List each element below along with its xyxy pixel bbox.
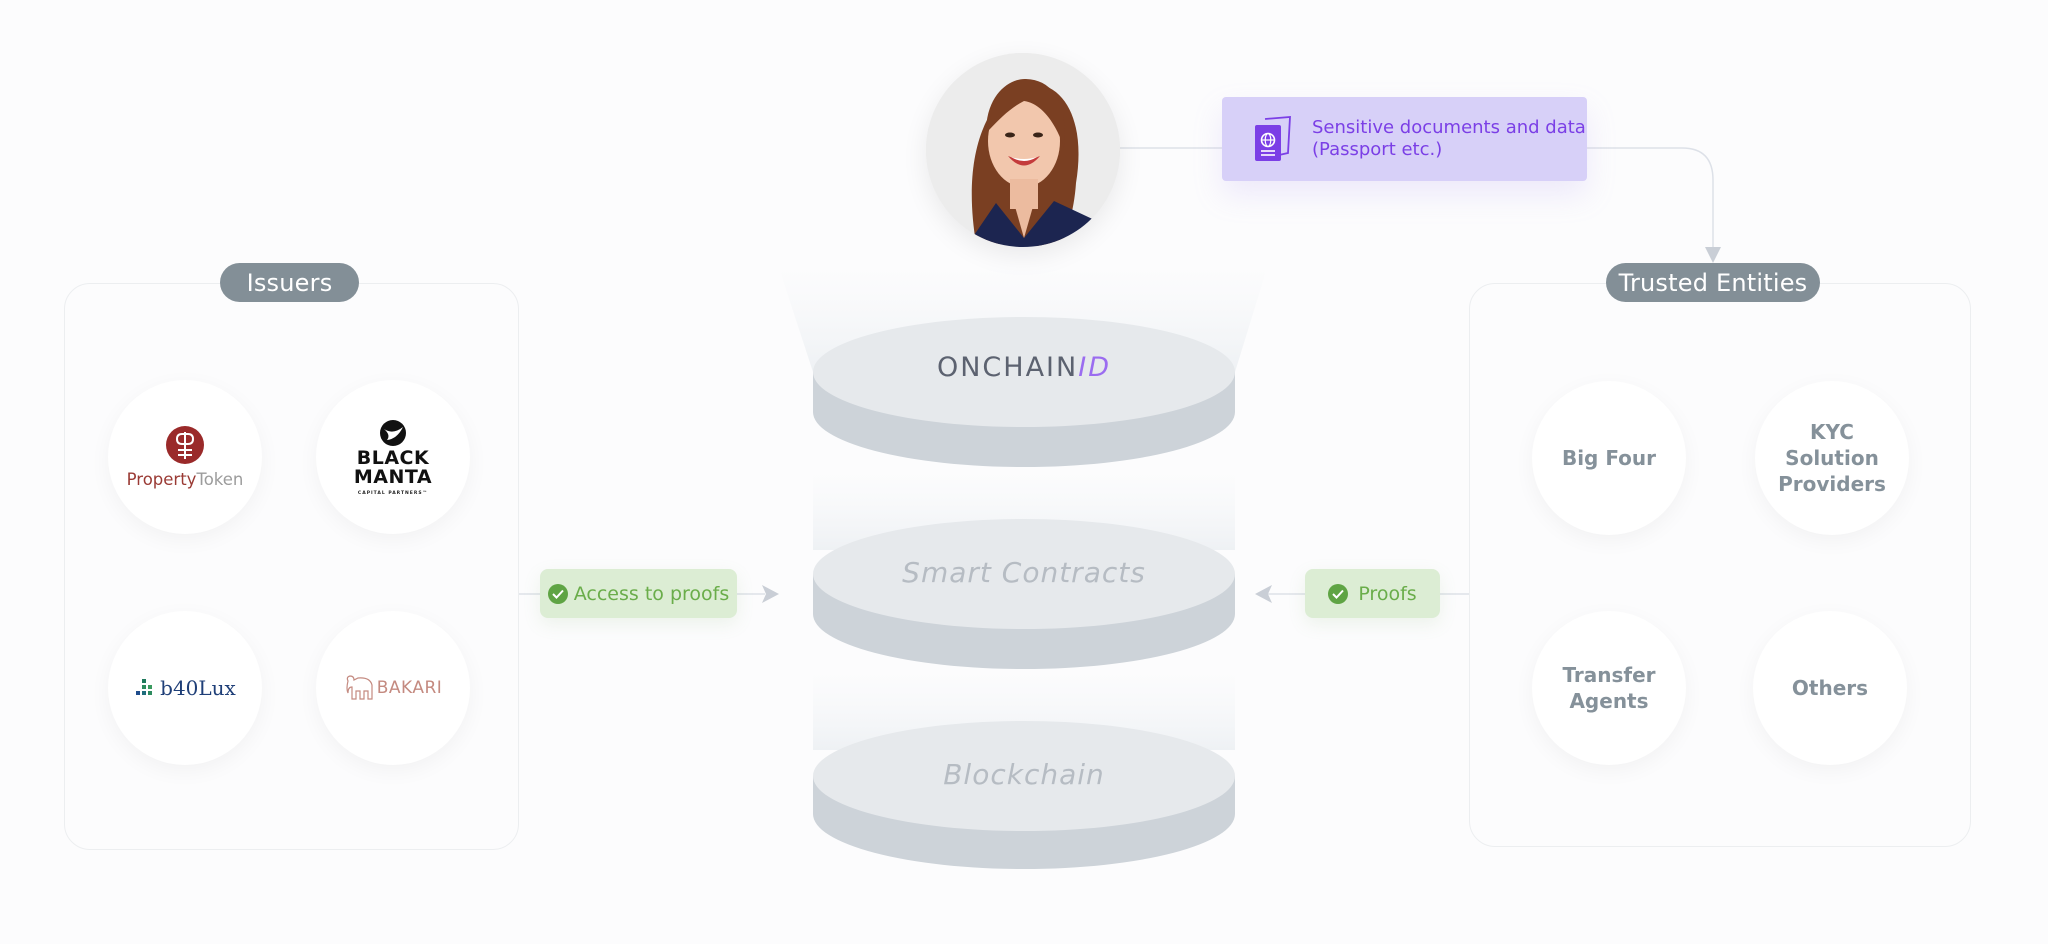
entity-others-label: Others bbox=[1791, 676, 1869, 700]
access-to-proofs-tag[interactable]: Access to proofs bbox=[540, 569, 737, 618]
trusted-entities-title: Trusted Entities bbox=[1618, 268, 1808, 297]
person-photo-icon bbox=[926, 53, 1120, 247]
issuers-panel bbox=[64, 283, 519, 850]
issuer-black-manta[interactable]: BLACK MANTA CAPITAL PARTNERS™ bbox=[316, 380, 470, 534]
proofs-label: Proofs bbox=[1358, 582, 1417, 605]
entity-kyc-providers[interactable]: KYC Solution Providers bbox=[1755, 381, 1909, 535]
entity-big-four-label: Big Four bbox=[1561, 446, 1657, 470]
entity-transfer-agents[interactable]: Transfer Agents bbox=[1532, 611, 1686, 765]
onchainid-label-main: ONCHAIN bbox=[936, 352, 1079, 383]
proofs-tag[interactable]: Proofs bbox=[1305, 569, 1440, 618]
stack-layer-blockchain[interactable]: Blockchain bbox=[813, 758, 1235, 798]
arrow-down-icon bbox=[1705, 247, 1721, 263]
stack-layer-onchainid[interactable]: ONCHAINID bbox=[813, 352, 1235, 392]
entity-transfer-agents-label: Transfer Agents bbox=[1562, 663, 1656, 713]
issuers-title-pill: Issuers bbox=[220, 263, 359, 302]
disc-onchainid bbox=[813, 317, 1235, 467]
access-to-proofs-label: Access to proofs bbox=[573, 582, 730, 605]
passport-icon bbox=[1253, 115, 1293, 163]
trusted-entities-title-pill: Trusted Entities bbox=[1606, 263, 1820, 302]
entity-big-four[interactable]: Big Four bbox=[1532, 381, 1686, 535]
check-circle-icon bbox=[547, 583, 568, 604]
check-circle-icon bbox=[1328, 583, 1349, 604]
issuer-property-token[interactable]: PropertyToken bbox=[108, 380, 262, 534]
issuer-b40lux[interactable]: b40Lux bbox=[108, 611, 262, 765]
disc-smart-contracts bbox=[813, 519, 1235, 669]
entity-others[interactable]: Others bbox=[1753, 611, 1907, 765]
arrow-right-icon bbox=[762, 585, 779, 603]
user-avatar[interactable] bbox=[926, 53, 1120, 247]
arrow-left-icon bbox=[1255, 585, 1272, 603]
sensitive-documents-card[interactable]: Sensitive documents and data (Passport e… bbox=[1222, 97, 1587, 181]
entity-kyc-label: KYC Solution Providers bbox=[1778, 420, 1886, 496]
trusted-entities-panel bbox=[1469, 283, 1971, 847]
stack-layer-smart-contracts[interactable]: Smart Contracts bbox=[813, 556, 1235, 596]
issuers-title: Issuers bbox=[246, 268, 333, 297]
bakari-name: BAKARI bbox=[376, 678, 443, 698]
issuer-bakari[interactable]: BAKARI bbox=[316, 611, 470, 765]
property-token-logo-icon bbox=[166, 426, 204, 464]
black-manta-line1: BLACK bbox=[356, 446, 430, 469]
property-token-name-1: Property bbox=[126, 470, 197, 489]
bakari-elephant-logo-icon bbox=[346, 675, 373, 700]
disc-blockchain bbox=[813, 721, 1235, 869]
black-manta-logo-icon bbox=[380, 419, 406, 446]
property-token-name-2: Token bbox=[196, 470, 244, 489]
onchainid-label-accent: ID bbox=[1078, 352, 1111, 383]
sensitive-documents-text: Sensitive documents and data (Passport e… bbox=[1312, 117, 1586, 160]
docs-trusted-line bbox=[1587, 147, 1714, 252]
blockchain-label: Blockchain bbox=[943, 758, 1105, 791]
b40lux-logo-icon bbox=[136, 679, 153, 695]
black-manta-line2: MANTA bbox=[353, 465, 433, 488]
b40lux-name: b40Lux bbox=[160, 676, 236, 700]
black-manta-tagline: CAPITAL PARTNERS™ bbox=[357, 490, 429, 496]
smart-contracts-label: Smart Contracts bbox=[902, 556, 1146, 589]
